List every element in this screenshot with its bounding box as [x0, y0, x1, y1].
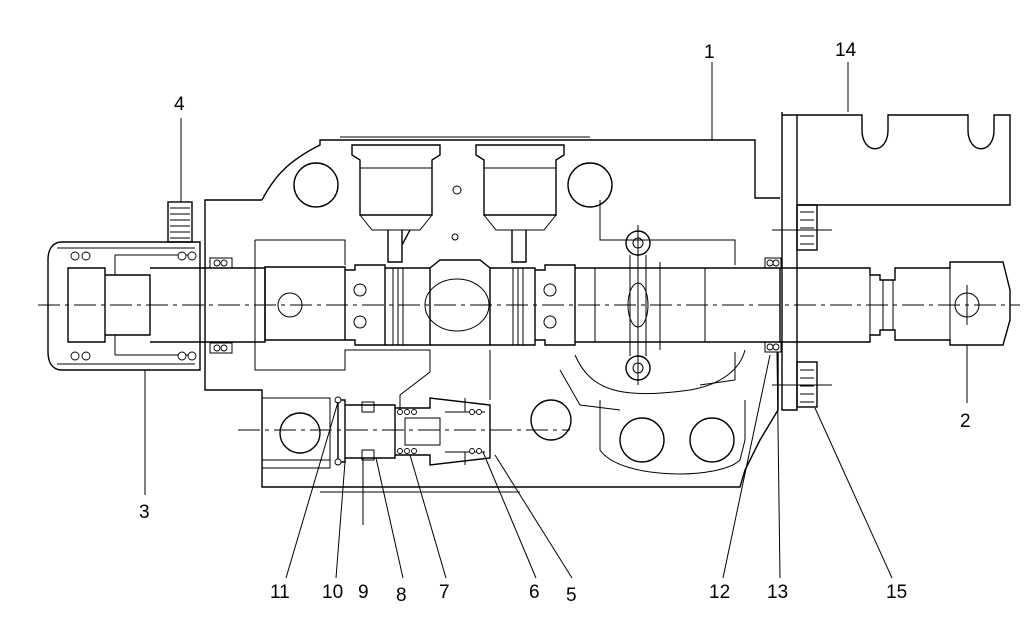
bracket-bolts: [796, 204, 818, 408]
label-3: 3: [139, 502, 150, 523]
label-9: 9: [358, 582, 369, 603]
label-10: 10: [322, 582, 343, 603]
valve-body: [204, 136, 780, 493]
leader-lines: [144, 62, 968, 579]
label-1: 1: [704, 42, 715, 63]
label-5: 5: [566, 585, 577, 606]
label-2: 2: [960, 411, 971, 432]
label-4: 4: [174, 94, 185, 115]
label-6: 6: [529, 582, 540, 603]
label-7: 7: [439, 582, 450, 603]
label-11: 11: [270, 582, 290, 603]
label-15: 15: [886, 582, 907, 603]
centerlines: [38, 225, 1020, 431]
label-13: 13: [767, 582, 788, 603]
mounting-bracket: [781, 112, 1011, 411]
port-fitting-b: [475, 144, 565, 263]
cap-bolt-top: [167, 201, 193, 243]
port-fitting-a: [351, 144, 441, 263]
label-12: 12: [709, 582, 730, 603]
label-8: 8: [396, 585, 407, 606]
label-14: 14: [835, 40, 857, 61]
relief-valve-cartridge: [334, 396, 491, 525]
part-labels: 1 14 4 2 3 11 10 9 8 7 6 5 12 13 15: [139, 40, 971, 606]
